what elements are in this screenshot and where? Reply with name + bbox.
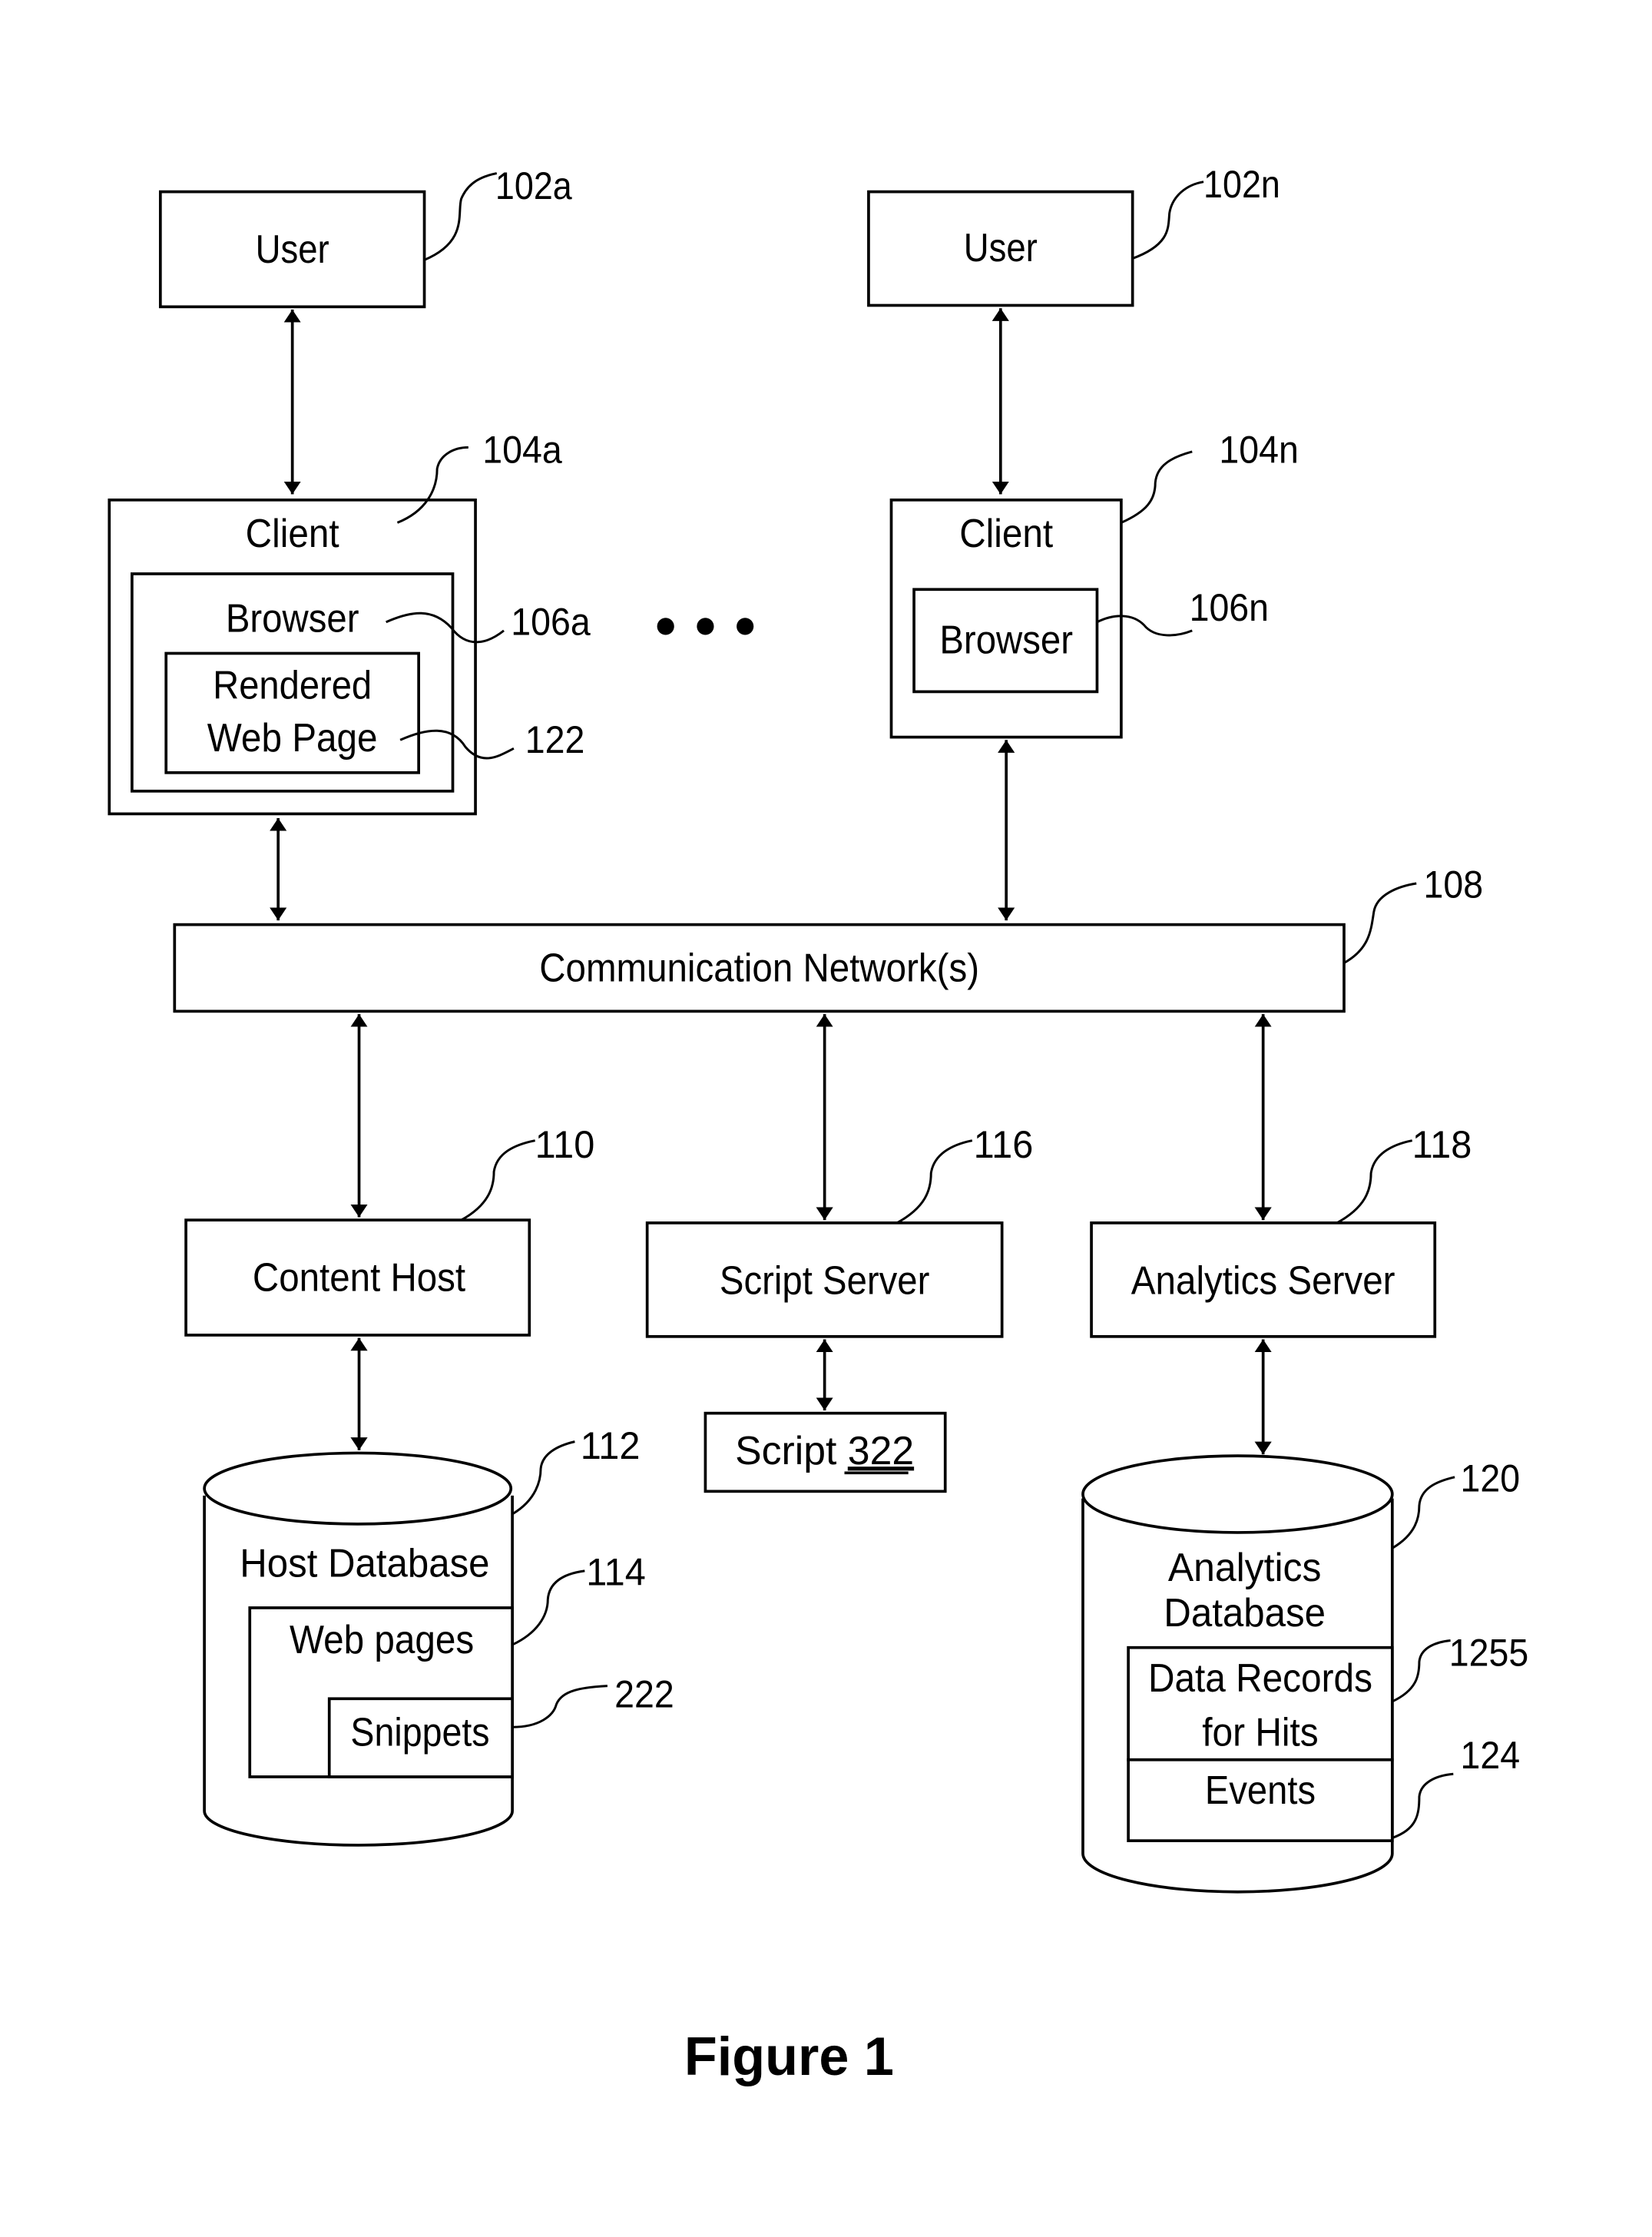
ref-leader-104a — [396, 446, 468, 524]
events-label: Events — [1205, 1768, 1316, 1812]
browser-n-box — [912, 588, 1099, 694]
rendered-web-page-box — [164, 651, 420, 774]
snippets-label: Snippets — [350, 1709, 489, 1754]
rendered-web-page-label-line1: Rendered — [213, 663, 372, 708]
client-n-label: Client — [959, 511, 1053, 555]
content-host-node: Content Host — [184, 1218, 531, 1337]
data-records-label-line2: for Hits — [1202, 1709, 1319, 1754]
ref-leader-116 — [896, 1139, 973, 1225]
script-box — [704, 1411, 947, 1493]
network-node: Communication Network(s) — [173, 923, 1346, 1013]
ellipsis-dot — [737, 618, 754, 635]
ref-leader-124 — [1392, 1772, 1454, 1839]
events-box — [1127, 1758, 1394, 1843]
host-database-node: Host Database Web pages Snippets — [203, 1451, 514, 1847]
ref-108: 108 — [1423, 863, 1483, 906]
script-label: Script 322 — [735, 1428, 914, 1473]
rendered-web-page-label-line2: Web Page — [207, 715, 378, 760]
ref-leader-110 — [460, 1139, 535, 1221]
script-server-node: Script Server — [645, 1221, 1004, 1338]
ref-104a: 104a — [482, 429, 562, 472]
ellipsis-dot — [697, 618, 714, 635]
user-n-label: User — [964, 225, 1038, 270]
ref-leader-222 — [512, 1685, 607, 1728]
user-a-box — [158, 190, 426, 309]
analytics-server-box — [1090, 1221, 1437, 1338]
analytics-server-node: Analytics Server — [1090, 1221, 1437, 1338]
ref-leader-108 — [1343, 882, 1417, 964]
host-db-cylinder-top — [203, 1451, 513, 1526]
network-label: Communication Network(s) — [539, 946, 979, 990]
analytics-server-label: Analytics Server — [1131, 1258, 1395, 1302]
host-db-label: Host Database — [240, 1540, 489, 1585]
ref-102a: 102a — [495, 164, 572, 207]
ref-124: 124 — [1461, 1734, 1521, 1777]
ref-leader-106n — [1096, 615, 1193, 637]
content-host-box — [184, 1218, 531, 1337]
ref-118: 118 — [1412, 1123, 1472, 1166]
ref-leader-104n — [1121, 450, 1193, 524]
ref-leader-112 — [511, 1440, 575, 1516]
ref-leader-118 — [1336, 1139, 1412, 1225]
ref-102n: 102n — [1203, 163, 1280, 206]
ref-110: 110 — [535, 1123, 595, 1166]
ref-leader-106a — [386, 611, 505, 644]
ref-leader-114 — [511, 1569, 585, 1646]
analytics-db-label-line2: Database — [1164, 1590, 1326, 1635]
ellipsis-more-clients — [657, 618, 754, 635]
user-a-label: User — [256, 227, 329, 271]
ref-120: 120 — [1461, 1457, 1521, 1500]
analytics-database-node: Analytics Database Data Records for Hits… — [1081, 1454, 1394, 1894]
data-records-box — [1127, 1645, 1394, 1761]
ref-116: 116 — [974, 1123, 1034, 1166]
script-server-label: Script Server — [720, 1258, 929, 1302]
ref-114: 114 — [586, 1550, 646, 1593]
ref-106a: 106a — [511, 600, 591, 643]
ref-106n: 106n — [1190, 586, 1269, 629]
client-n-node: Client Browser — [889, 498, 1123, 739]
content-host-label: Content Host — [253, 1255, 465, 1300]
ref-112: 112 — [581, 1424, 641, 1467]
browser-n-label: Browser — [939, 617, 1073, 661]
client-a-node: Client Browser Rendered Web Page — [108, 498, 477, 816]
user-n-node: User — [867, 190, 1134, 307]
script-label-ref: 322 — [848, 1428, 914, 1473]
network-box — [173, 923, 1346, 1013]
browser-a-label: Browser — [226, 596, 359, 641]
ref-122: 122 — [525, 718, 585, 761]
analytics-db-cylinder-top — [1081, 1454, 1394, 1534]
ref-222: 222 — [614, 1672, 674, 1715]
web-pages-label: Web pages — [290, 1617, 474, 1662]
ref-1255: 1255 — [1449, 1632, 1528, 1675]
data-records-label-line1: Data Records — [1148, 1655, 1372, 1700]
script-node: Script 322 — [704, 1411, 947, 1493]
ref-leader-102a — [423, 172, 498, 261]
ref-leader-120 — [1392, 1476, 1455, 1549]
ellipsis-dot — [657, 618, 674, 635]
ref-leader-102n — [1132, 181, 1204, 260]
ref-leader-122 — [399, 729, 515, 760]
analytics-db-label-line1: Analytics — [1168, 1545, 1322, 1589]
user-a-node: User — [158, 190, 426, 309]
script-label-text: Script — [735, 1428, 848, 1473]
user-n-box — [867, 190, 1134, 307]
ref-104n: 104n — [1219, 429, 1298, 472]
script-server-box — [645, 1221, 1004, 1338]
ref-leader-1255 — [1392, 1639, 1451, 1703]
client-a-label: Client — [246, 511, 339, 555]
figure-caption: Figure 1 — [684, 2026, 894, 2086]
snippets-box — [327, 1697, 514, 1778]
